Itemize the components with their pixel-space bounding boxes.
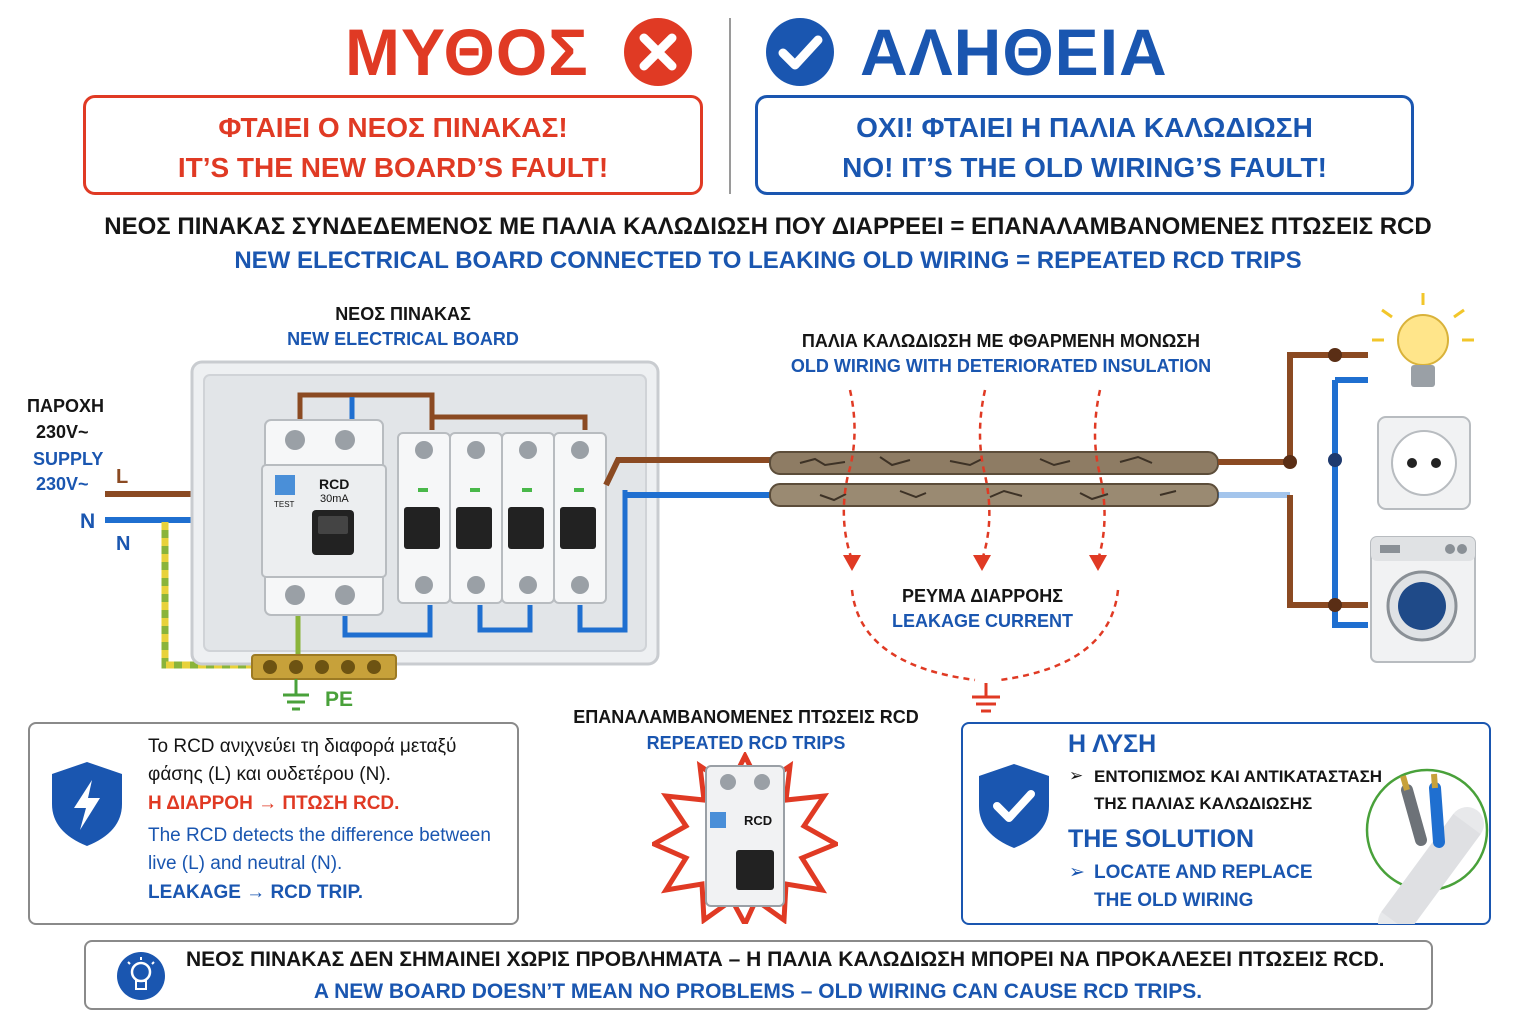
rcd-rating: 30mA bbox=[320, 493, 349, 505]
trips-label-gr: ΕΠΑΝΑΛΑΜΒΑΝΟΜΕΝΕΣ ΠΤΩΣΕΙΣ RCD bbox=[573, 707, 919, 727]
solution-step-en-1: LOCATE AND REPLACE bbox=[1094, 862, 1313, 883]
supply-voltage-en: 230V~ bbox=[36, 474, 89, 494]
board-label-en: NEW ELECTRICAL BOARD bbox=[287, 329, 519, 349]
solution-arrow-gr: ➢ bbox=[1069, 766, 1084, 785]
truth-text-en: NO! IT’S THE OLD WIRING’S FAULT! bbox=[842, 152, 1327, 183]
myth-title: ΜΥΘΟΣ bbox=[345, 15, 589, 89]
live-label: L bbox=[116, 466, 129, 488]
leakage-arrows bbox=[842, 389, 1120, 682]
solution-box: Η ΛΥΣΗ ➢ ΕΝΤΟΠΙΣΜΟΣ ΚΑΙ ΑΝΤΙΚΑΤΑΣΤΑΣΗ ΤΗ… bbox=[961, 722, 1491, 925]
subtitle-gr: ΝΕΟΣ ΠΙΝΑΚΑΣ ΣΥΝΔΕΔΕΜΕΝΟΣ ΜΕ ΠΑΛΙΑ ΚΑΛΩΔ… bbox=[104, 213, 1432, 240]
board-label-gr: ΝΕΟΣ ΠΙΝΑΚΑΣ bbox=[335, 304, 471, 324]
neutral-label-2: N bbox=[116, 533, 131, 555]
myth-text-gr: ΦΤΑΙΕΙ Ο ΝΕΟΣ ΠΙΝΑΚΑΣ! bbox=[218, 112, 568, 143]
supply-label-en: SUPPLY bbox=[33, 449, 104, 469]
solution-step-gr-2: ΤΗΣ ΠΑΛΙΑΣ ΚΑΛΩΔΙΩΣΗΣ bbox=[1094, 794, 1313, 813]
solution-arrow-en: ➢ bbox=[1069, 862, 1085, 883]
supply-label-gr: ΠΑΡΟΧΗ bbox=[27, 396, 105, 416]
mcb-breakers bbox=[397, 432, 607, 604]
truth-text-gr: ΟΧΙ! ΦΤΑΙΕΙ Η ΠΑΛΙΑ ΚΑΛΩΔΙΩΣΗ bbox=[856, 112, 1313, 143]
rcd-test-label: TEST bbox=[274, 500, 295, 509]
myth-text-en: IT’S THE NEW BOARD’S FAULT! bbox=[177, 152, 609, 183]
socket-icon bbox=[1377, 416, 1471, 510]
explain-box: Το RCD ανιχνεύει τη διαφορά μεταξύ φάσης… bbox=[28, 722, 519, 925]
header-divider bbox=[729, 18, 731, 194]
explain-line-5: live (L) and neutral (N). bbox=[148, 853, 343, 874]
solution-step-en-2: THE OLD WIRING bbox=[1094, 890, 1254, 911]
earth-ground-icon bbox=[283, 679, 309, 711]
washing-machine-icon bbox=[1370, 536, 1476, 663]
wiring-diagram bbox=[105, 293, 1476, 713]
leakage-label-gr: ΡΕΥΜΑ ΔΙΑΡΡΟΗΣ bbox=[901, 586, 1064, 606]
pe-label: PE bbox=[325, 688, 354, 711]
close-icon bbox=[624, 18, 692, 86]
footer-text-en: A NEW BOARD DOESN’T MEAN NO PROBLEMS – O… bbox=[313, 980, 1203, 1003]
truth-box: ΟΧΙ! ΦΤΑΙΕΙ Η ΠΑΛΙΑ ΚΑΛΩΔΙΩΣΗ NO! IT’S T… bbox=[755, 95, 1414, 195]
explain-line-2: φάσης (L) και ουδετέρου (N). bbox=[148, 764, 391, 785]
solution-title-gr: Η ΛΥΣΗ bbox=[1068, 730, 1157, 758]
solution-step-gr-1: ΕΝΤΟΠΙΣΜΟΣ ΚΑΙ ΑΝΤΙΚΑΤΑΣΤΑΣΗ bbox=[1094, 767, 1383, 786]
leakage-label-en: LEAKAGE CURRENT bbox=[891, 611, 1073, 631]
old-wiring-label-gr: ΠΑΛΙΑ ΚΑΛΩΔΙΩΣΗ ΜΕ ΦΘΑΡΜΕΝΗ ΜΟΝΩΣΗ bbox=[801, 331, 1201, 351]
supply-voltage-gr: 230V~ bbox=[36, 422, 89, 442]
shield-lightning-icon bbox=[52, 762, 122, 846]
neutral-label: N bbox=[80, 510, 96, 533]
explain-line-1: Το RCD ανιχνεύει τη διαφορά μεταξύ bbox=[148, 736, 457, 757]
subtitle-en: NEW ELECTRICAL BOARD CONNECTED TO LEAKIN… bbox=[234, 247, 1302, 274]
truth-title: ΑΛΗΘΕΙΑ bbox=[860, 15, 1168, 89]
old-cable bbox=[769, 451, 1219, 507]
check-icon bbox=[766, 18, 834, 86]
old-wiring-label-en: OLD WIRING WITH DETERIORATED INSULATION bbox=[790, 356, 1212, 376]
explain-line-3: Η ΔΙΑΡΡΟΗ → ΠΤΩΣΗ RCD. bbox=[148, 793, 400, 814]
rcd-label: RCD bbox=[319, 476, 350, 492]
rcd-device bbox=[261, 419, 387, 616]
light-bulb-icon bbox=[1372, 293, 1474, 387]
explain-line-6: LEAKAGE → RCD TRIP. bbox=[148, 882, 364, 903]
trip-rcd-label: RCD bbox=[744, 813, 773, 828]
leakage-ground-icon bbox=[972, 683, 1000, 713]
footer-text-gr: ΝΕΟΣ ΠΙΝΑΚΑΣ ΔΕΝ ΣΗΜΑΙΝΕΙ ΧΩΡΙΣ ΠΡΟΒΛΗΜΑ… bbox=[186, 948, 1385, 971]
shield-check-icon bbox=[979, 764, 1049, 848]
tripped-rcd-icon bbox=[652, 752, 838, 924]
explain-line-4: The RCD detects the difference between bbox=[148, 825, 491, 846]
lightbulb-tip-icon bbox=[117, 952, 165, 1000]
myth-box: ΦΤΑΙΕΙ Ο ΝΕΟΣ ΠΙΝΑΚΑΣ! IT’S THE NEW BOAR… bbox=[83, 95, 703, 195]
new-cable-icon bbox=[1365, 768, 1489, 924]
footer-box: ΝΕΟΣ ΠΙΝΑΚΑΣ ΔΕΝ ΣΗΜΑΙΝΕΙ ΧΩΡΙΣ ΠΡΟΒΛΗΜΑ… bbox=[84, 940, 1433, 1010]
solution-title-en: THE SOLUTION bbox=[1068, 825, 1255, 853]
trips-label-en: REPEATED RCD TRIPS bbox=[646, 733, 846, 753]
